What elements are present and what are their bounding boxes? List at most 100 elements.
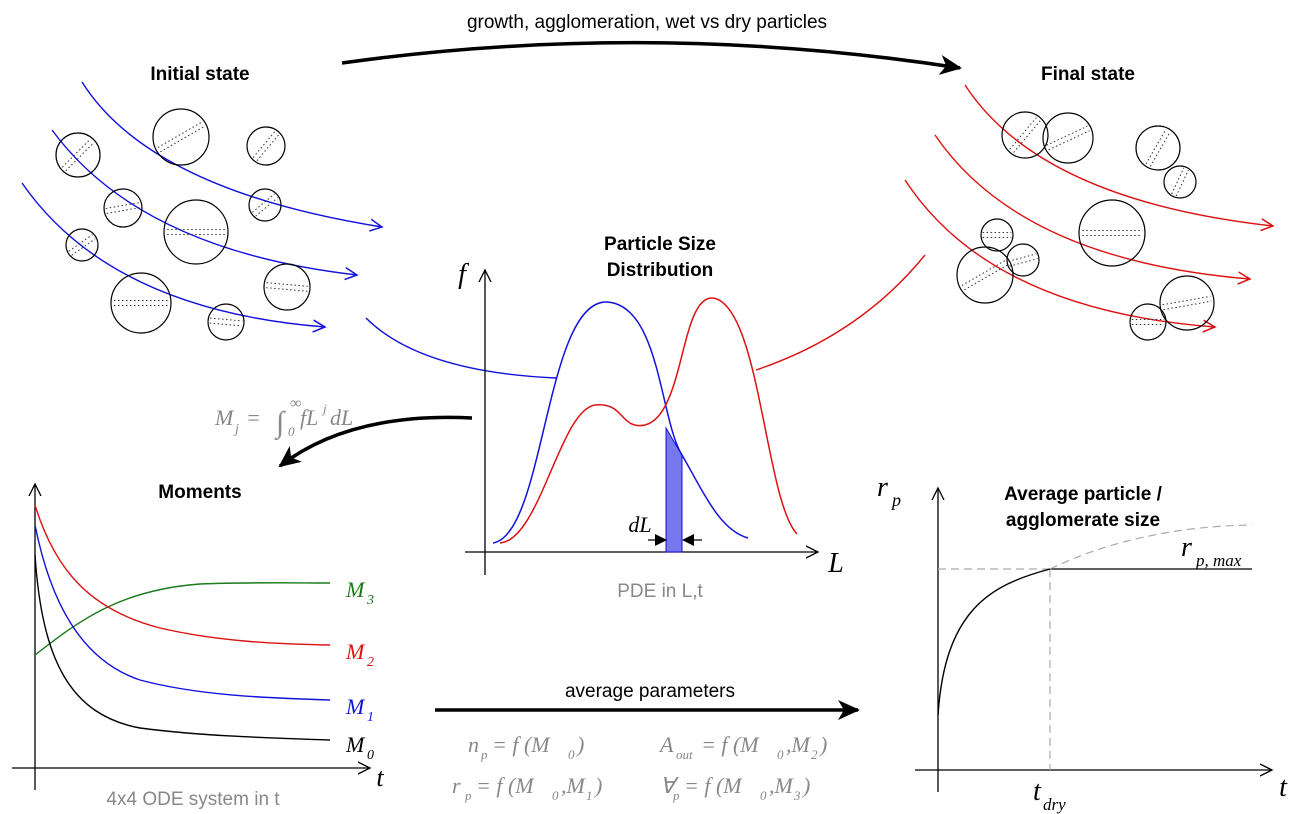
average-parameters-label: average parameters (565, 681, 735, 702)
particle (1129, 303, 1167, 341)
psd-initial-curve (492, 301, 749, 544)
moments-arrow (278, 415, 473, 468)
svg-text:t: t (1033, 776, 1042, 807)
psd-dL-band (665, 426, 683, 553)
svg-text:j: j (233, 422, 239, 437)
particle (1159, 275, 1215, 331)
psd-title-line2: Distribution (607, 260, 714, 281)
svg-text:r: r (877, 472, 888, 503)
svg-text:2: 2 (811, 747, 818, 762)
psd-l-axis-label: L (827, 548, 844, 579)
svg-text:0: 0 (777, 747, 784, 762)
particle (110, 272, 172, 334)
svg-text:p: p (480, 747, 488, 762)
particle (1042, 112, 1094, 164)
moments-formula: M j = ∫ ∞ 0 fL j dL (214, 395, 353, 441)
moments-t-axis-label: t (376, 763, 384, 792)
moment-label-M2: M (345, 639, 366, 664)
moments-title: Moments (158, 482, 241, 503)
particle (980, 218, 1014, 252)
moment-label-M1: M (345, 694, 366, 719)
svg-text:∫: ∫ (274, 406, 286, 441)
particle (152, 108, 210, 166)
initial-particles (55, 108, 311, 341)
particle (1163, 165, 1197, 199)
streamline-to-plot (365, 317, 557, 379)
dL-label: dL (628, 512, 651, 537)
moment-M2-curve (34, 504, 331, 646)
size-t-axis-label: t (1279, 772, 1288, 803)
svg-text:= f (M: = f (M (684, 773, 743, 798)
initial-state-title: Initial state (150, 64, 249, 85)
final-particles (956, 111, 1215, 341)
svg-text:n: n (468, 732, 479, 757)
moment-label-subscript: 3 (366, 593, 374, 608)
psd-f-axis-label: f (458, 259, 469, 290)
svg-text:=: = (246, 405, 261, 430)
particle (55, 132, 101, 178)
svg-text:p, max: p, max (1195, 551, 1242, 570)
svg-text:0: 0 (288, 424, 295, 439)
svg-text:out: out (676, 747, 693, 762)
svg-text:= f (M: = f (M (476, 773, 535, 798)
moment-label-subscript: 0 (367, 748, 374, 763)
moment-label-subscript: 2 (367, 655, 374, 670)
streamline-to-plot (755, 254, 926, 371)
svg-text:): ) (575, 732, 584, 757)
psd-final-curve (499, 297, 798, 544)
svg-text:1: 1 (586, 788, 593, 803)
final-state-title: Final state (1041, 64, 1135, 85)
particle (1006, 243, 1040, 277)
svg-text:dL: dL (330, 405, 353, 430)
size-unbounded-curve (1049, 524, 1253, 570)
final-state-flow (755, 84, 1273, 371)
svg-text:p: p (672, 788, 680, 803)
moment-M1-curve (34, 524, 331, 701)
svg-text:j: j (321, 401, 327, 416)
tdry-label: t dry (1033, 776, 1066, 814)
svg-text:fL: fL (300, 405, 318, 430)
svg-text:,M: ,M (769, 773, 795, 798)
svg-text:): ) (593, 773, 602, 798)
streamline (21, 182, 325, 327)
streamline (964, 84, 1273, 226)
svg-text:): ) (818, 732, 827, 757)
streamline (904, 179, 1215, 327)
size-growth-curve (937, 568, 1051, 716)
moment-label-subscript: 1 (367, 710, 374, 725)
top-arrow-label: growth, agglomeration, wet vs dry partic… (467, 12, 827, 33)
svg-text:p: p (464, 788, 472, 803)
initial-state-flow (21, 81, 557, 379)
particle (248, 188, 282, 222)
moment-M0-curve (34, 554, 331, 741)
svg-text:M: M (214, 405, 235, 430)
particle (246, 126, 286, 166)
streamline (934, 134, 1250, 279)
rmax-label: r p, max (1181, 532, 1242, 570)
svg-text:): ) (801, 773, 810, 798)
particle (103, 188, 143, 228)
svg-text:,M: ,M (786, 732, 812, 757)
streamline (51, 129, 357, 275)
svg-text:∞: ∞ (290, 395, 301, 412)
moment-label-M3: M (345, 577, 366, 602)
top-transition-arrow (341, 40, 962, 75)
svg-text:r: r (452, 773, 461, 798)
size-title-line2: agglomerate size (1006, 510, 1160, 531)
particle (163, 199, 229, 265)
moments-caption: 4x4 ODE system in t (106, 789, 280, 810)
particle (1135, 125, 1181, 171)
particle (1078, 199, 1146, 267)
particle (65, 228, 99, 262)
particle (263, 263, 311, 311)
svg-text:= f (M: = f (M (492, 732, 551, 757)
size-title-line1: Average particle / (1004, 484, 1162, 505)
svg-text:3: 3 (793, 788, 801, 803)
